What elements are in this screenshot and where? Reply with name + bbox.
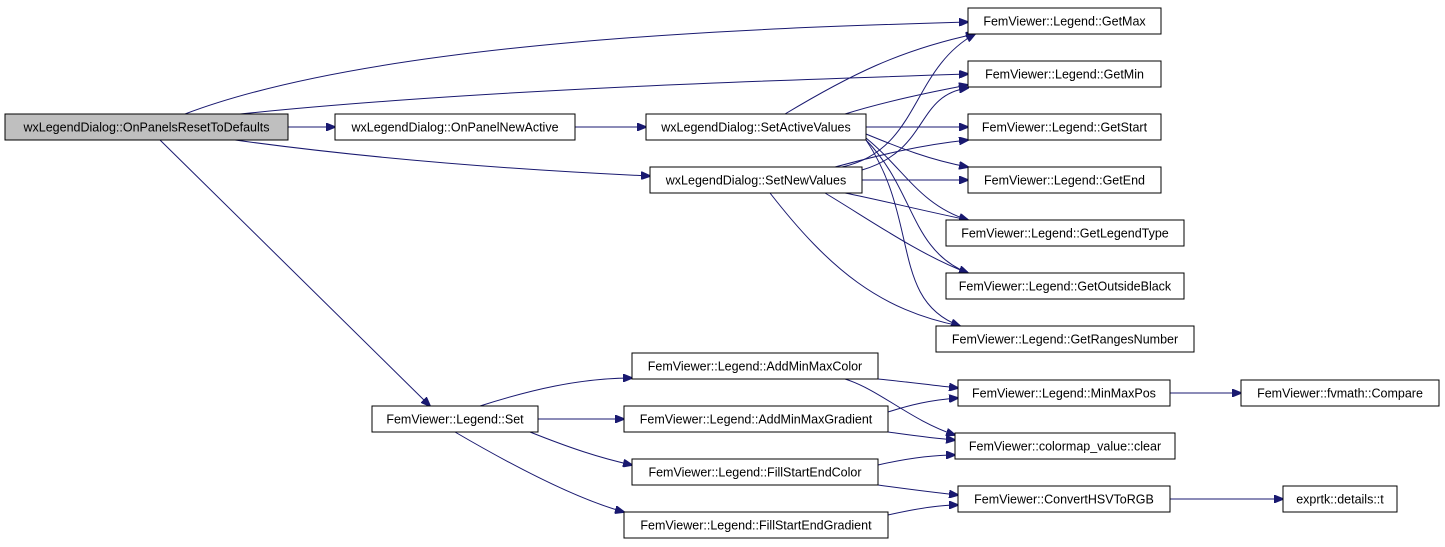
node-box	[954, 432, 1176, 460]
edge-root-to-set	[159, 139, 430, 406]
edge-setActiveValues-to-getRangesNumber	[865, 139, 960, 326]
edge-setNewValues-to-getOutsideBlack	[824, 192, 968, 273]
edge-addMinMaxGradient-to-minMaxPos	[887, 398, 958, 413]
edge-setActiveValues-to-getEnd	[865, 133, 968, 167]
edge-fillStartEndColor-to-convertHSVToRGB	[877, 484, 958, 495]
node-label: FemViewer::Legend::GetMax	[983, 15, 1146, 29]
edge-addMinMaxColor-to-clear	[844, 378, 955, 435]
node-fillStartEndColor[interactable]: FemViewer::Legend::FillStartEndColor	[631, 458, 879, 486]
node-box	[631, 352, 879, 380]
node-box	[4, 113, 289, 141]
node-box	[967, 60, 1162, 88]
node-convertHSVToRGB[interactable]: FemViewer::ConvertHSVToRGB	[957, 485, 1171, 513]
edge-addMinMaxColor-to-minMaxPos	[877, 378, 958, 388]
node-label: FemViewer::Legend::GetStart	[982, 121, 1148, 135]
node-box	[631, 458, 879, 486]
node-getRangesNumber[interactable]: FemViewer::Legend::GetRangesNumber	[935, 325, 1195, 353]
node-box	[967, 166, 1162, 194]
node-box	[945, 272, 1185, 300]
node-addMinMaxColor[interactable]: FemViewer::Legend::AddMinMaxColor	[631, 352, 879, 380]
node-label: FemViewer::Legend::GetMin	[985, 68, 1144, 82]
node-fillStartEndGradient[interactable]: FemViewer::Legend::FillStartEndGradient	[623, 511, 889, 539]
node-label: wxLegendDialog::OnPanelsResetToDefaults	[23, 121, 270, 135]
node-label: FemViewer::ConvertHSVToRGB	[974, 493, 1154, 507]
node-setNewValues[interactable]: wxLegendDialog::SetNewValues	[649, 166, 863, 194]
edge-setNewValues-to-getRangesNumber	[769, 192, 960, 326]
node-getLegendType[interactable]: FemViewer::Legend::GetLegendType	[945, 219, 1185, 247]
edge-setNewValues-to-getMax	[841, 34, 975, 168]
node-compare[interactable]: FemViewer::fvmath::Compare	[1240, 379, 1440, 407]
node-minMaxPos[interactable]: FemViewer::Legend::MinMaxPos	[957, 379, 1171, 407]
node-label: FemViewer::Legend::GetEnd	[984, 174, 1145, 188]
node-label: FemViewer::Legend::MinMaxPos	[972, 387, 1156, 401]
node-box	[623, 511, 889, 539]
node-label: FemViewer::Legend::FillStartEndColor	[648, 466, 861, 480]
node-label: FemViewer::colormap_value::clear	[969, 440, 1161, 454]
edge-setNewValues-to-getStart	[834, 140, 968, 168]
node-label: wxLegendDialog::OnPanelNewActive	[350, 121, 558, 135]
node-box	[371, 405, 539, 433]
edge-set-to-addMinMaxColor	[479, 378, 632, 407]
node-getStart[interactable]: FemViewer::Legend::GetStart	[967, 113, 1162, 141]
node-box	[334, 113, 576, 141]
edge-setActiveValues-to-getOutsideBlack	[865, 139, 968, 273]
edge-setNewValues-to-getLegendType	[844, 192, 968, 220]
node-box	[1282, 485, 1398, 513]
node-box	[623, 405, 889, 433]
node-box	[935, 325, 1195, 353]
node-box	[967, 7, 1162, 35]
edge-fillStartEndColor-to-clear	[877, 455, 955, 466]
edge-setNewValues-to-getMin	[861, 88, 968, 171]
node-box	[957, 379, 1171, 407]
node-getOutsideBlack[interactable]: FemViewer::Legend::GetOutsideBlack	[945, 272, 1185, 300]
node-label: exprtk::details::t	[1296, 493, 1384, 507]
edges-layer	[159, 22, 1283, 516]
node-label: FemViewer::Legend::GetOutsideBlack	[959, 280, 1172, 294]
node-label: wxLegendDialog::SetNewValues	[665, 174, 846, 188]
edge-root-to-setNewValues	[234, 139, 650, 176]
node-label: FemViewer::Legend::AddMinMaxGradient	[640, 413, 873, 427]
edge-setActiveValues-to-getMax	[784, 34, 975, 115]
edge-root-to-getMax	[184, 22, 968, 115]
node-label: wxLegendDialog::SetActiveValues	[660, 121, 850, 135]
node-label: FemViewer::Legend::GetLegendType	[961, 227, 1169, 241]
node-box	[957, 485, 1171, 513]
node-set[interactable]: FemViewer::Legend::Set	[371, 405, 539, 433]
node-clear[interactable]: FemViewer::colormap_value::clear	[954, 432, 1176, 460]
node-box	[967, 113, 1162, 141]
node-getMax[interactable]: FemViewer::Legend::GetMax	[967, 7, 1162, 35]
edge-fillStartEndGradient-to-convertHSVToRGB	[887, 505, 958, 516]
node-box	[1240, 379, 1440, 407]
node-onPanelNewActive[interactable]: wxLegendDialog::OnPanelNewActive	[334, 113, 576, 141]
node-getEnd[interactable]: FemViewer::Legend::GetEnd	[967, 166, 1162, 194]
node-getMin[interactable]: FemViewer::Legend::GetMin	[967, 60, 1162, 88]
edge-root-to-getMin	[239, 74, 968, 115]
node-box	[649, 166, 863, 194]
node-root[interactable]: wxLegendDialog::OnPanelsResetToDefaults	[4, 113, 289, 141]
node-setActiveValues[interactable]: wxLegendDialog::SetActiveValues	[645, 113, 867, 141]
edge-setActiveValues-to-getMin	[844, 85, 968, 115]
node-label: FemViewer::Legend::AddMinMaxColor	[648, 360, 862, 374]
node-addMinMaxGradient[interactable]: FemViewer::Legend::AddMinMaxGradient	[623, 405, 889, 433]
node-label: FemViewer::Legend::GetRangesNumber	[952, 333, 1178, 347]
node-label: FemViewer::fvmath::Compare	[1257, 387, 1423, 401]
node-details_t[interactable]: exprtk::details::t	[1282, 485, 1398, 513]
edge-set-to-fillStartEndGradient	[454, 431, 624, 512]
edge-addMinMaxGradient-to-clear	[887, 431, 955, 440]
node-box	[645, 113, 867, 141]
edge-setActiveValues-to-getLegendType	[865, 137, 968, 220]
node-label: FemViewer::Legend::Set	[386, 413, 524, 427]
edge-set-to-fillStartEndColor	[529, 431, 632, 465]
node-label: FemViewer::Legend::FillStartEndGradient	[640, 519, 872, 533]
node-box	[945, 219, 1185, 247]
